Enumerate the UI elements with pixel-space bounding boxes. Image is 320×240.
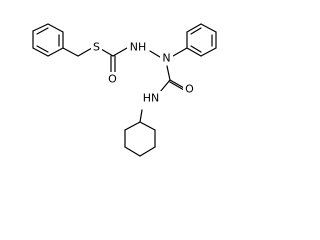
n-phenyl-ring (172, 23, 217, 57)
svg-text:O: O (185, 83, 194, 96)
atom-hydrazine-nh: NH (127, 40, 149, 54)
benzyl-methylene-chain (62, 47, 114, 57)
svg-text:O: O (108, 73, 117, 86)
atom-thiocarbonyl-oxygen: O (106, 72, 119, 86)
atom-hydrazine-n: N (160, 51, 173, 65)
thiocarbamate-carbonyl (110, 47, 161, 74)
atom-sulfur: S (91, 40, 102, 54)
svg-text:S: S (93, 41, 100, 54)
svg-text:HN: HN (143, 92, 160, 105)
chemical-structure-diagram: S NH N O O HN (32, 23, 217, 157)
atom-urea-oxygen: O (183, 82, 196, 96)
svg-text:N: N (162, 52, 170, 65)
cyclohexyl-ring (124, 121, 156, 157)
benzyl-phenyl-ring (32, 23, 64, 57)
amide-linkage (139, 109, 143, 123)
urea-carbonyl (159, 65, 185, 93)
atom-amide-nh: HN (140, 91, 162, 105)
svg-text:NH: NH (130, 41, 147, 54)
